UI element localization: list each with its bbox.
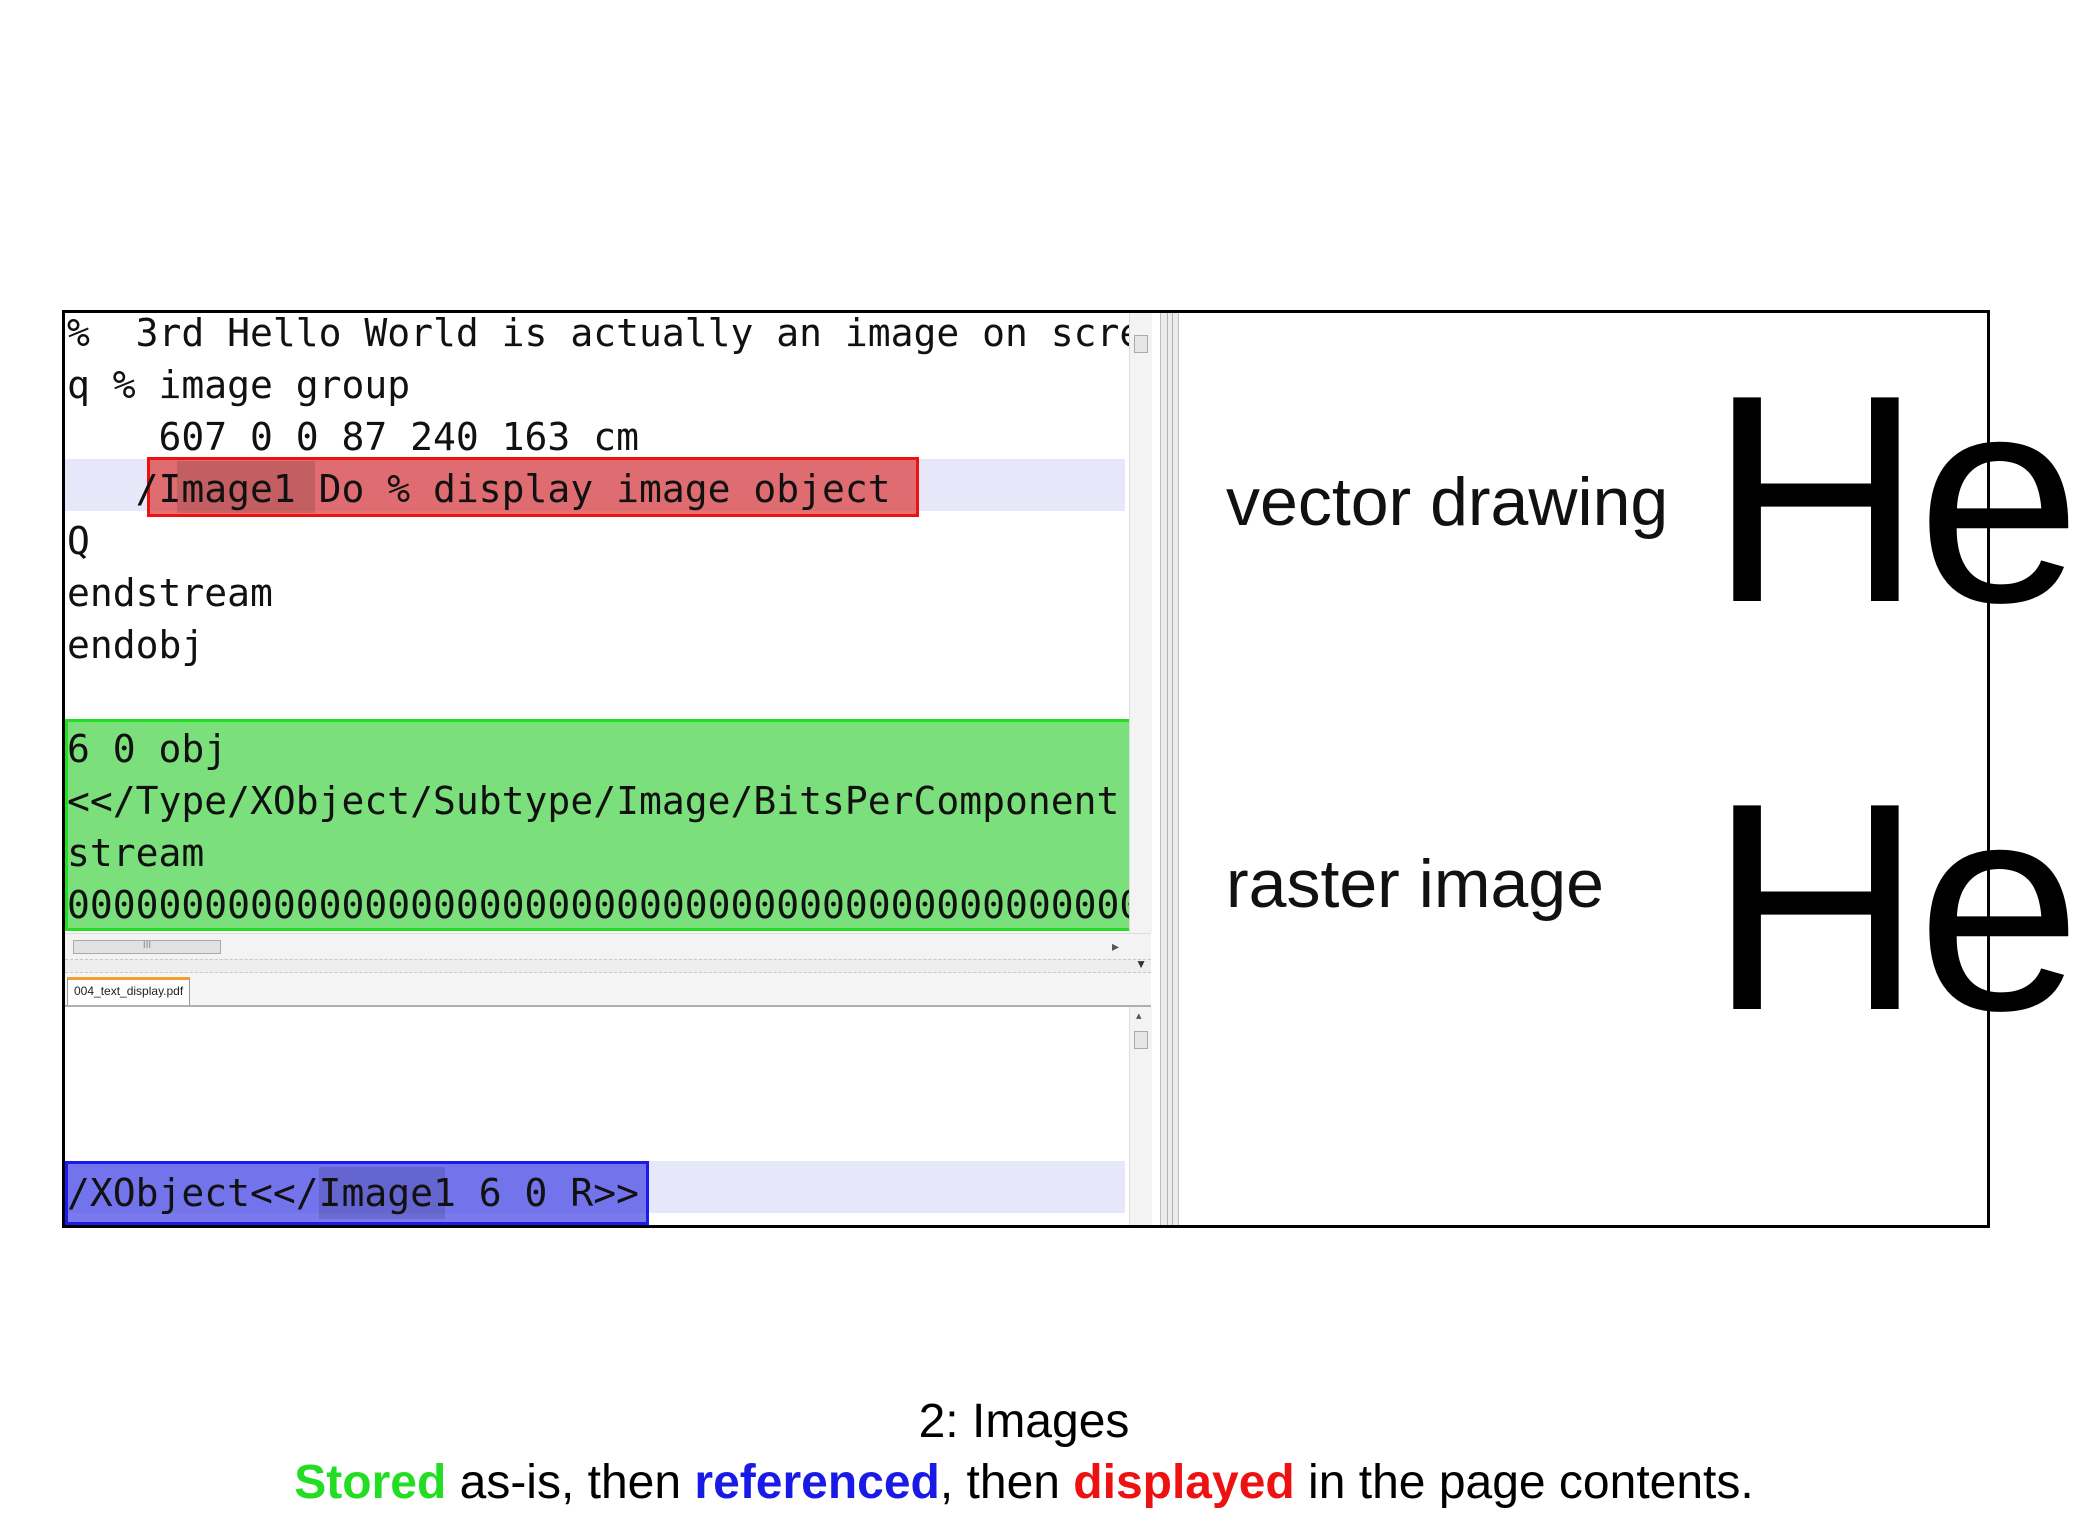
code-line[interactable]: % 3rd Hello World is actually an image o… [67, 311, 1143, 355]
dropdown-arrow-icon[interactable]: ▼ [1135, 957, 1147, 971]
scrollbar-thumb[interactable] [1134, 335, 1148, 353]
code-line[interactable]: 6 0 obj [67, 727, 228, 771]
raster-image-label: raster image [1226, 846, 1604, 922]
raster-hello-glyphs: He [1709, 741, 2075, 1072]
pdf-preview: vector drawing He raster image He [1179, 313, 2075, 1225]
image1-selection [319, 1167, 445, 1219]
code-line[interactable]: q % image group [67, 363, 411, 407]
image1-selection [177, 461, 315, 513]
vertical-scrollbar[interactable] [1129, 313, 1152, 933]
slide-subtitle: Stored as-is, then referenced, then disp… [0, 1455, 2048, 1510]
stored-word: Stored [294, 1456, 447, 1509]
horizontal-scrollbar[interactable]: III ▸ [65, 933, 1151, 960]
caption-text: , then [939, 1456, 1074, 1509]
vertical-scrollbar[interactable]: ▴ [1129, 1007, 1152, 1225]
tab-document[interactable]: 004_text_display.pdf [67, 977, 191, 1005]
code-editor[interactable]: % 3rd Hello World is actually an image o… [65, 311, 1160, 1225]
pane-splitter[interactable]: ▼ [65, 957, 1151, 973]
code-line[interactable]: /Image1 Do % display image object [67, 467, 891, 511]
code-line[interactable]: stream [67, 831, 205, 875]
scroll-up-arrow-icon[interactable]: ▴ [1136, 1010, 1142, 1022]
referenced-word: referenced [694, 1456, 940, 1509]
scrollbar-thumb[interactable]: III [73, 940, 221, 954]
referenced-highlight [65, 1161, 649, 1225]
code-line[interactable]: endstream [67, 571, 273, 615]
code-line[interactable]: 0000000000000000000000000000000000000000… [67, 883, 1143, 927]
code-line[interactable]: 607 0 0 87 240 163 cm [67, 415, 639, 459]
slide-title: 2: Images [918, 1395, 1130, 1448]
screenshot-frame: % 3rd Hello World is actually an image o… [62, 310, 2075, 1228]
displayed-word: displayed [1073, 1456, 1295, 1509]
scrollbar-thumb[interactable] [1134, 1031, 1148, 1049]
code-line[interactable]: Q [67, 519, 90, 563]
resources-pane[interactable]: /XObject<</Image1 6 0 R>> [65, 1007, 1151, 1225]
scroll-right-arrow-icon[interactable]: ▸ [1111, 938, 1119, 954]
document-tab-bar: 004_text_display.pdf [65, 973, 1151, 1007]
divider-grip [1167, 313, 1168, 1225]
code-line[interactable]: endobj [67, 623, 205, 667]
divider-grip [1172, 313, 1173, 1225]
caption-text: in the page contents. [1294, 1456, 1754, 1509]
window-divider[interactable] [1160, 313, 1179, 1225]
stored-highlight [65, 719, 1137, 931]
vector-drawing-label: vector drawing [1226, 464, 1669, 540]
resource-line[interactable]: /XObject<</Image1 6 0 R>> [67, 1171, 639, 1215]
displayed-highlight [147, 457, 919, 517]
caption-text: as-is, then [446, 1456, 695, 1509]
code-line[interactable]: <</Type/XObject/Subtype/Image/BitsPerCom… [67, 779, 1120, 823]
vector-hello-glyphs: He [1709, 333, 2075, 664]
